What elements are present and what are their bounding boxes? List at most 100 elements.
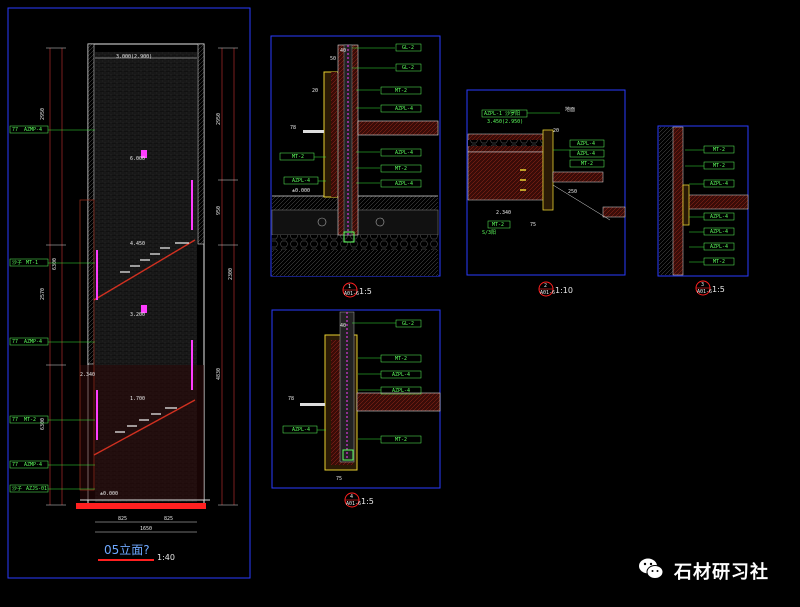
d4-scale: 1:5 [361,497,374,506]
d2-t9: S/3阳 [482,229,496,236]
tag-4-code: 77 [12,417,18,423]
d4-bubble-ref: A01-6 [346,501,361,507]
dim-bottom-total: 1650 [140,526,152,532]
d3-t2: AZPL-4 [710,181,728,187]
tag-2-code: 沙子 [12,259,22,266]
d4-dim-75: 75 [336,476,342,482]
wechat-icon [639,558,664,579]
tag-6-text: AZJS-01 [26,486,47,492]
dim-left-2: 2570 [40,288,46,300]
d1-tag-r4: MT-2 [395,166,407,172]
detail-2-panel: AZPL-1 沙罗阳 3.450(2.950) AZPL-4 AZPL-4 MT… [466,89,626,297]
d2-t1: 3.450(2.950) [487,119,523,125]
d1-bubble-num: 1 [348,284,351,290]
level-4450: 4.450 [130,241,145,247]
d1-tag-r5: AZPL-4 [395,181,413,187]
d1-scale: 1:5 [359,287,372,296]
d3-t3: AZPL-4 [710,214,728,220]
detail-1-tags: GL-2 GL-2 MT-2 AZPL-4 AZPL-4 MT-2 AZPL-4… [279,43,422,194]
elevation-scale: 1:40 [157,553,175,562]
d4-t5: AZPL-4 [292,427,310,433]
dim-bottom-1: 825 [118,516,127,522]
d4-t0: GL-2 [402,321,414,327]
d1-tag-r2: AZPL-4 [395,106,413,112]
detail-3-tags: MT-2 MT-2 AZPL-4 AZPL-4 AZPL-4 AZPL-4 MT… [685,145,735,266]
elevation-panel: 825 825 1650 2950 2570 6300 6300 2950 95… [7,7,251,579]
dim-right-3: 2300 [228,268,234,280]
d3-t1: MT-2 [713,163,725,169]
detail-2-tags: AZPL-1 沙罗阳 3.450(2.950) AZPL-4 AZPL-4 MT… [481,106,605,236]
dim-left-4: 6300 [40,418,46,430]
d1-tag-r3: AZPL-4 [395,150,413,156]
detail-1-panel: GL-2 GL-2 MT-2 AZPL-4 AZPL-4 MT-2 AZPL-4… [270,35,441,298]
tag-6-code: 沙子 [12,485,22,492]
d1-level: ±0.000 [292,188,310,194]
d2-t4: MT-2 [581,161,593,167]
d2-t3: AZPL-4 [577,151,595,157]
d4-t3: AZPL-4 [392,388,410,394]
stair-flight-upper [93,239,196,301]
d2-t6: 2.340 [496,210,511,216]
tag-4-text: MT-2 [24,417,36,423]
dim-left-1: 2950 [40,108,46,120]
d2-t2: AZPL-4 [577,141,595,147]
elevation-title: 05立面? [104,542,150,557]
level-top: 3.000(2.900) [116,54,152,60]
d4-dim-40: 40 [340,323,346,329]
d4-dim-78: 78 [288,396,294,402]
level-6000: 6.000 [130,156,145,162]
d2-t0: AZPL-1 沙罗阳 [484,110,520,117]
d3-scale: 1:5 [712,285,725,294]
d2-t11: 20 [553,128,559,134]
tag-3-code: 77 [12,339,18,345]
stair-flight-lower [93,399,196,456]
dim-right-1: 2950 [216,113,222,125]
d4-t1: MT-2 [395,356,407,362]
level-1700: 1.700 [130,396,145,402]
d1-tag-top: GL-2 [402,45,414,51]
d1-tag-top2: GL-2 [402,65,414,71]
d1-dim-40: 40 [340,48,346,54]
d2-t7: 250 [568,189,577,195]
d4-t4: MT-2 [395,437,407,443]
d2-t5: MT-2 [492,222,504,228]
d3-bubble-ref: A01-6 [697,289,712,295]
level-3200: 3.200 [130,312,145,318]
tag-2-text: MT-1 [26,260,38,266]
tag-5-code: 77 [12,462,18,468]
d2-t10: 地面 [565,106,575,113]
dim-right-2: 950 [216,206,222,215]
d1-dim-50: 50 [330,56,336,62]
d1-dim-20: 20 [312,88,318,94]
d3-t6: MT-2 [713,259,725,265]
d1-tag-l2: AZPL-4 [292,178,310,184]
d1-tag-r1: MT-2 [395,88,407,94]
d4-bubble-num: 4 [350,494,353,500]
d3-bubble-num: 3 [701,282,704,288]
d3-t0: MT-2 [713,147,725,153]
tag-1-code: 77 [12,127,18,133]
d2-bubble-num: 2 [544,283,547,289]
d2-bubble-ref: A01-6 [540,290,555,296]
d1-dim-78: 78 [290,125,296,131]
detail-4-tags: GL-2 MT-2 AZPL-4 AZPL-4 MT-2 AZPL-4 40 7… [282,319,422,482]
watermark-text: 石材研习社 [674,562,769,583]
detail-3-panel: MT-2 MT-2 AZPL-4 AZPL-4 AZPL-4 AZPL-4 MT… [657,125,749,296]
level-0000: ±0.000 [100,491,118,497]
detail-4-panel: GL-2 MT-2 AZPL-4 AZPL-4 MT-2 AZPL-4 40 7… [271,309,441,508]
d3-t5: AZPL-4 [710,244,728,250]
d1-tag-l1: MT-2 [292,154,304,160]
d4-t2: AZPL-4 [392,372,410,378]
d2-t8: 75 [530,222,536,228]
tag-3-text: AZMP-4 [24,339,42,345]
elevation-tags: 77 AZMP-4 沙子 MT-1 77 AZMP-4 77 MT-2 77 A… [9,125,95,493]
dim-right-4: 4830 [216,368,222,380]
dim-left-3: 6300 [52,258,58,270]
d2-scale: 1:10 [555,286,573,295]
d3-t4: AZPL-4 [710,229,728,235]
dim-bottom-2: 825 [164,516,173,522]
tag-5-text: AZMP-4 [24,462,42,468]
d1-bubble-ref: A01-6 [344,291,359,297]
tag-1-text: AZMP-4 [24,127,42,133]
